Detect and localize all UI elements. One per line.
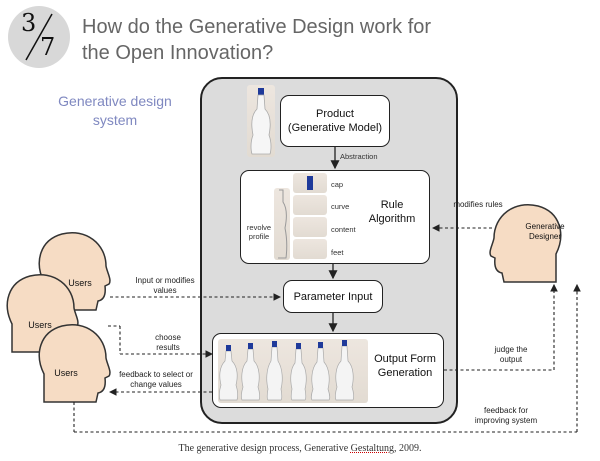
cap-icon xyxy=(307,176,313,190)
content-photo xyxy=(293,217,327,237)
product-bottle-icon xyxy=(250,88,272,155)
content-label: content xyxy=(331,225,356,234)
user-head-3 xyxy=(38,324,111,403)
caption-text-start: The generative design process, Generativ… xyxy=(178,443,351,454)
users-label-2: Users xyxy=(28,320,52,330)
input-modifies-label: Input or modifies values xyxy=(135,276,195,295)
feedback-improve-label: feedback for improving system xyxy=(474,406,538,425)
output-box-label: Output Form Generation xyxy=(374,353,436,379)
revolve-profile-photo xyxy=(274,188,290,260)
product-box-label: Product (Generative Model) xyxy=(287,108,383,134)
cap-photo xyxy=(293,173,327,193)
page-title: How do the Generative Design work for th… xyxy=(82,16,432,64)
output-bottles-photo xyxy=(218,339,368,403)
caption-text-end: , 2009. xyxy=(393,443,422,454)
users-label-3: Users xyxy=(54,368,78,378)
modifies-rules-label: modifies rules xyxy=(453,200,503,209)
cap-label: cap xyxy=(331,180,344,189)
revolve-profile-label: revolve profile xyxy=(246,223,272,241)
rule-algorithm-box xyxy=(240,170,430,264)
curve-label: curve xyxy=(331,202,350,211)
choose-results-label: choose results xyxy=(155,333,181,352)
output-bottles-icon xyxy=(218,340,355,401)
parameter-input-label: Parameter Input xyxy=(293,290,373,303)
curve-photo xyxy=(293,195,327,215)
product-photo xyxy=(247,85,275,157)
judge-output-label: judge the output xyxy=(494,345,528,364)
feedback-select-label: feedback to select or change values xyxy=(119,370,193,389)
parameter-input-box: Parameter Input xyxy=(283,280,383,313)
diagram-subtitle: Generative design system xyxy=(58,93,172,128)
figure-caption: The generative design process, Generativ… xyxy=(0,443,600,454)
users-label-1: Users xyxy=(68,278,92,288)
caption-text-underlined: Gestaltung xyxy=(350,443,394,454)
feet-label: feet xyxy=(331,248,344,257)
rule-algorithm-label: Rule Algorithm xyxy=(368,199,416,225)
feet-photo xyxy=(293,239,327,259)
abstraction-label: Abstraction xyxy=(340,152,378,161)
designer-head xyxy=(489,204,562,283)
revolve-profile-icon xyxy=(278,189,288,259)
designer-label: Generative Designer xyxy=(525,222,565,241)
product-box: Product (Generative Model) xyxy=(280,95,390,147)
